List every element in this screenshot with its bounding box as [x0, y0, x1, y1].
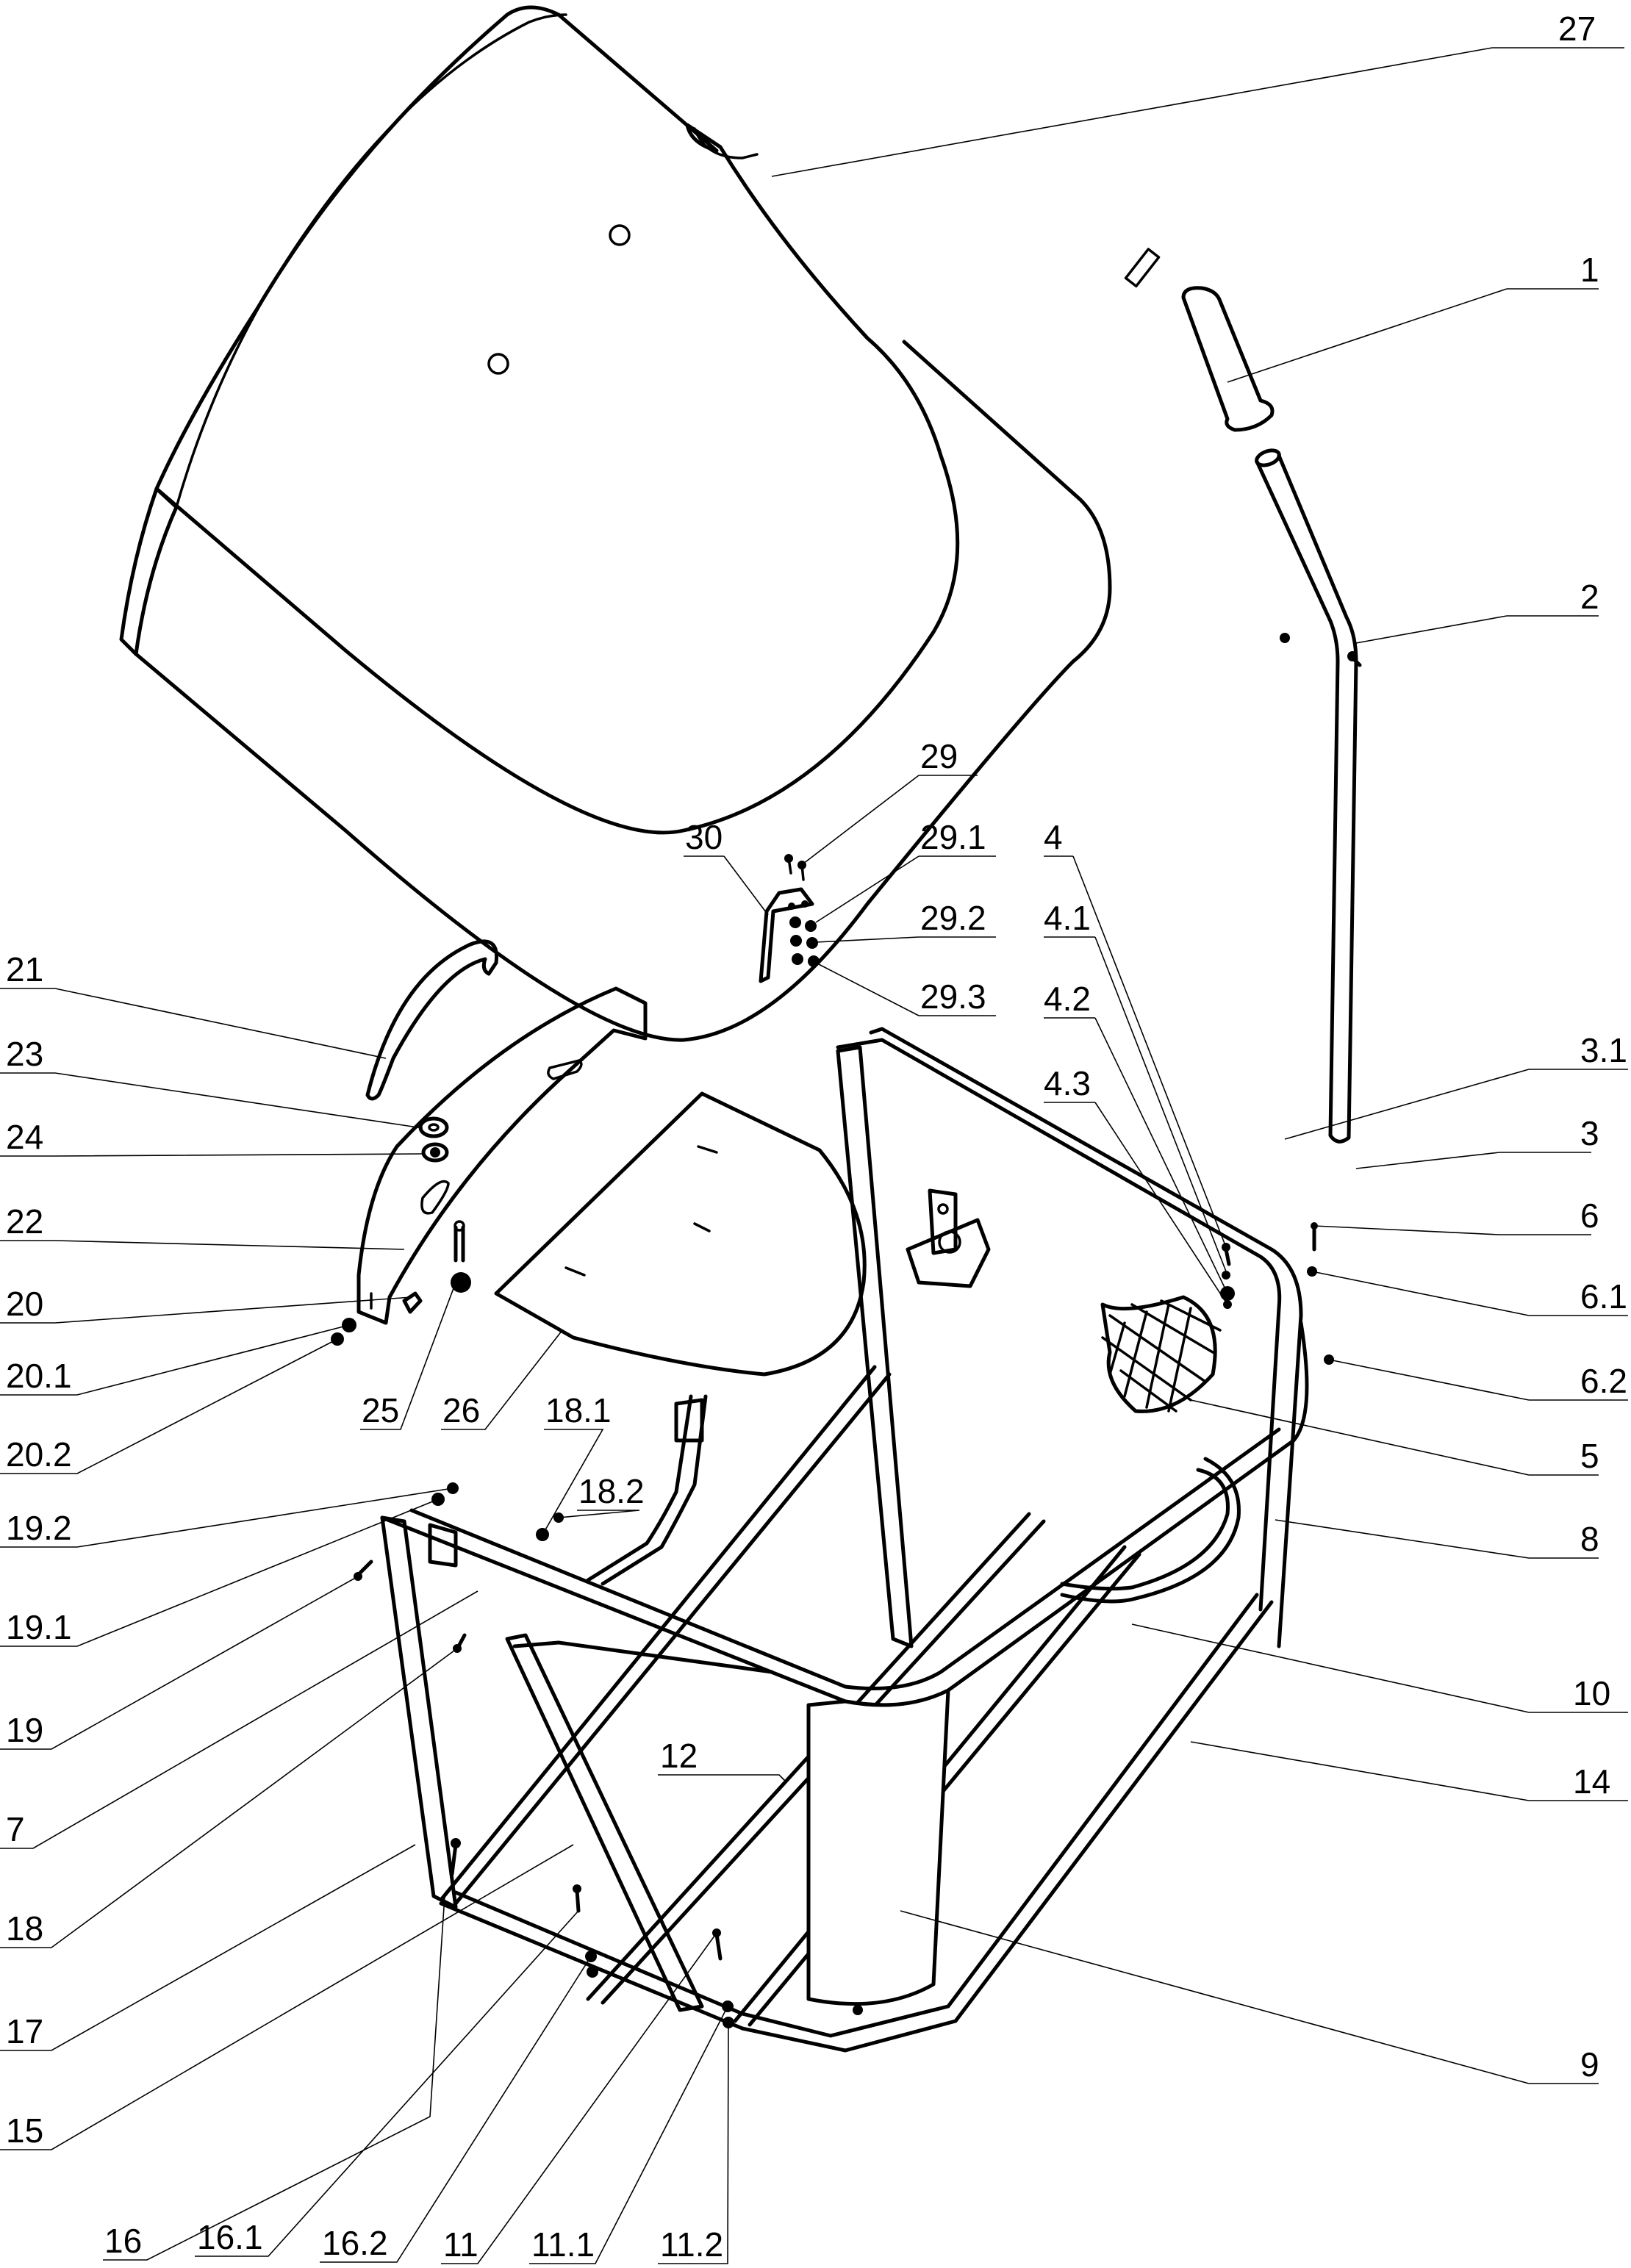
- label-16-2: 16.2: [322, 2224, 388, 2262]
- label-3-1: 3.1: [1580, 1031, 1627, 1069]
- label-29-2: 29.2: [920, 899, 986, 937]
- label-4: 4: [1044, 818, 1063, 856]
- label-4-2: 4.2: [1044, 980, 1091, 1018]
- seat-plate: [494, 1091, 867, 1377]
- seat-cushion: [119, 5, 1112, 1042]
- label-16: 16: [104, 2222, 142, 2260]
- bolt-20: [331, 1220, 471, 1346]
- label-6-2: 6.2: [1580, 1362, 1627, 1400]
- label-11-2: 11.2: [660, 2225, 723, 2264]
- label-11: 11: [443, 2225, 478, 2264]
- label-17: 17: [6, 2012, 43, 2050]
- label-18: 18: [6, 1909, 43, 1948]
- label-3: 3: [1580, 1114, 1599, 1152]
- fasteners-29: [784, 854, 820, 967]
- label-9: 9: [1580, 2045, 1599, 2084]
- label-6: 6: [1580, 1196, 1599, 1235]
- label-23: 23: [6, 1035, 43, 1073]
- label-5: 5: [1580, 1437, 1599, 1475]
- label-7: 7: [6, 1810, 25, 1848]
- frame-assembly: [380, 1027, 1309, 2053]
- label-29-3: 29.3: [920, 977, 986, 1016]
- label-2: 2: [1580, 578, 1599, 616]
- label-16-1: 16.1: [197, 2218, 263, 2256]
- label-19-2: 19.2: [6, 1509, 72, 1547]
- label-15: 15: [6, 2111, 43, 2150]
- part-labels: 27 1 2 29 29.1 29.2 29.3 30 4 4.1 4.2 4.…: [6, 10, 1627, 2264]
- label-8: 8: [1580, 1520, 1599, 1558]
- handle-bow: [365, 939, 499, 1101]
- label-20: 20: [6, 1285, 43, 1323]
- label-20-1: 20.1: [6, 1357, 72, 1395]
- handle-tube: [1255, 448, 1358, 1144]
- label-29: 29: [920, 737, 958, 775]
- label-6-1: 6.1: [1580, 1277, 1627, 1316]
- label-25: 25: [362, 1391, 399, 1429]
- label-26: 26: [442, 1391, 480, 1429]
- label-19: 19: [6, 1711, 43, 1749]
- label-12: 12: [660, 1737, 698, 1775]
- label-30: 30: [685, 818, 723, 856]
- label-18-1: 18.1: [545, 1391, 612, 1429]
- washers: [418, 1116, 449, 1163]
- curved-strap: [356, 248, 1161, 1325]
- handle-grip: [1181, 286, 1275, 432]
- bracket-30: [759, 887, 814, 983]
- label-18-2: 18.2: [578, 1472, 645, 1510]
- label-21: 21: [6, 950, 43, 988]
- label-11-1: 11.1: [531, 2225, 595, 2264]
- label-10: 10: [1573, 1674, 1610, 1712]
- label-22: 22: [6, 1202, 43, 1241]
- label-4-1: 4.1: [1044, 899, 1091, 937]
- label-20-2: 20.2: [6, 1435, 72, 1474]
- label-27: 27: [1558, 10, 1596, 48]
- frame-fasteners: [354, 633, 1362, 2028]
- label-24: 24: [6, 1118, 43, 1156]
- label-19-1: 19.1: [6, 1608, 72, 1646]
- leader-lines: [0, 47, 1628, 2264]
- label-29-1: 29.1: [920, 818, 986, 856]
- label-14: 14: [1573, 1762, 1610, 1801]
- label-4-3: 4.3: [1044, 1064, 1091, 1102]
- label-1: 1: [1580, 251, 1599, 289]
